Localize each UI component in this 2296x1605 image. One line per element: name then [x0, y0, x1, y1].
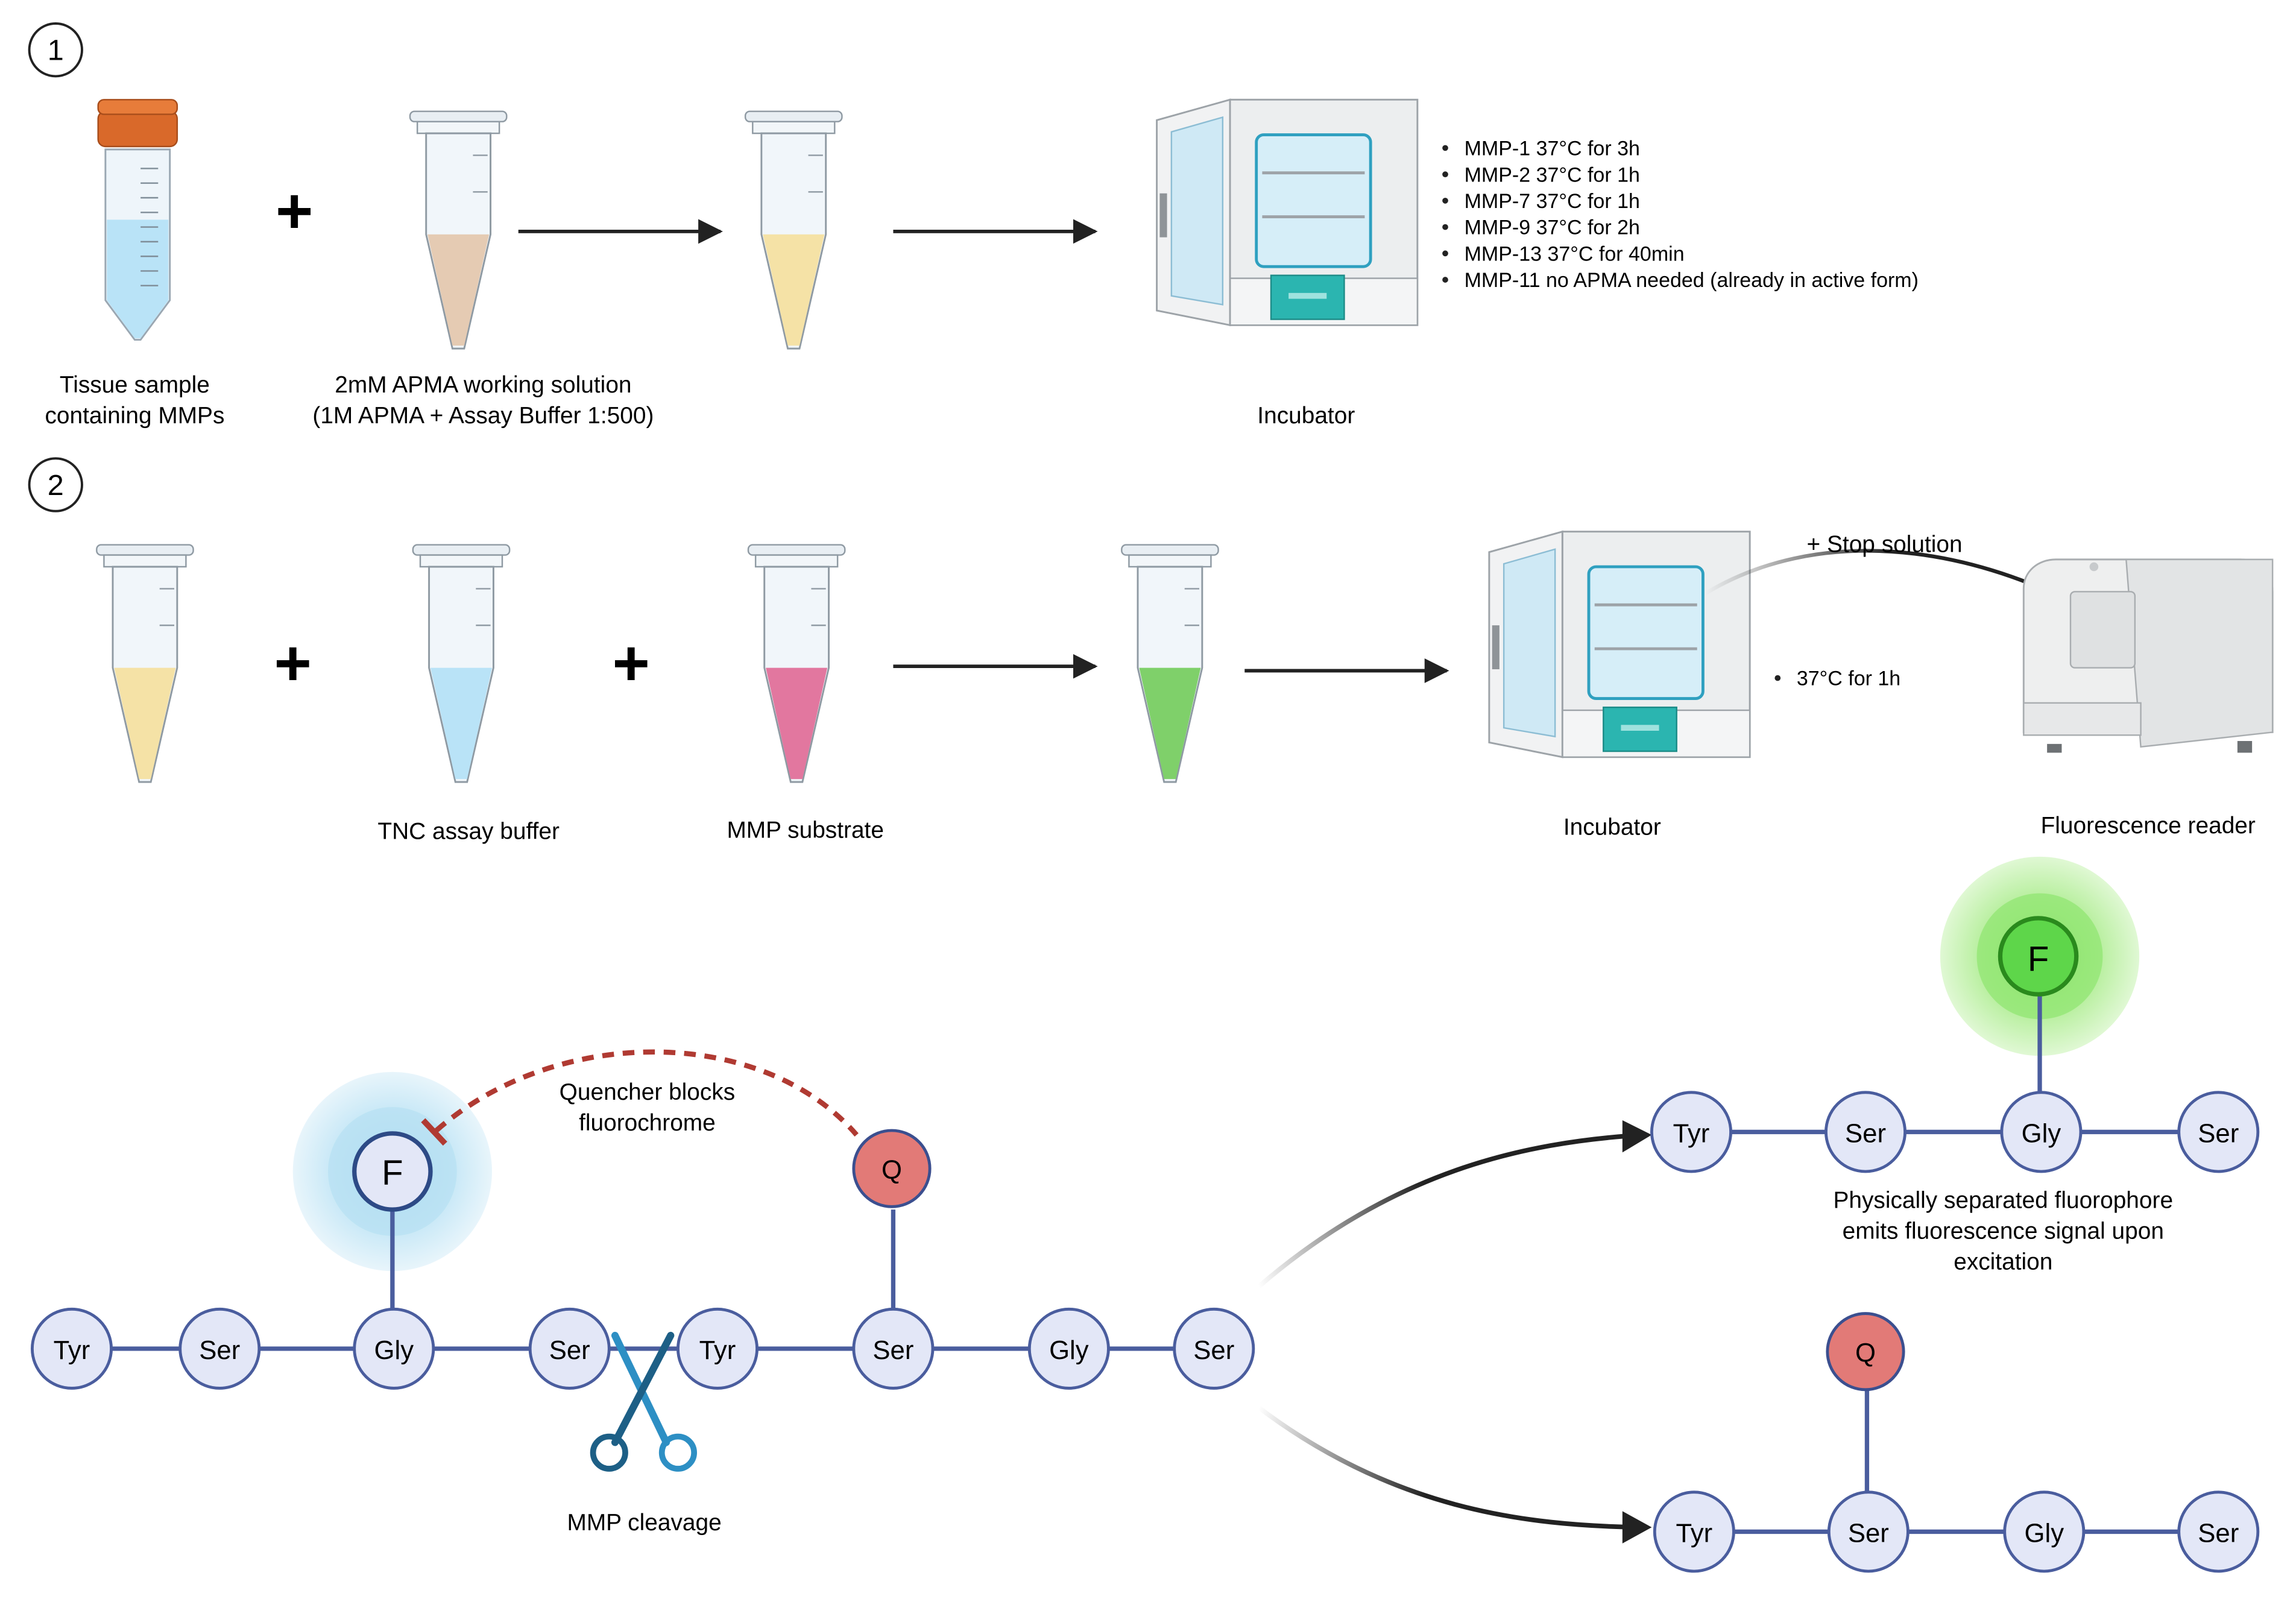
plus-sign: +	[276, 174, 313, 247]
plus-sign: +	[613, 627, 650, 699]
residue-label: Tyr	[699, 1335, 736, 1365]
fragment-arrow-top	[1255, 1132, 1644, 1291]
tissue-label-line2: containing MMPs	[45, 403, 224, 429]
activation-conditions-list: MMP-1 37°C for 3h MMP-2 37°C for 1h MMP-…	[1442, 137, 1919, 292]
residue-label: Ser	[2198, 1118, 2239, 1148]
residue-label: Ser	[199, 1335, 240, 1365]
incubator-icon	[1488, 530, 1751, 758]
reader-label: Fluorescence reader	[2041, 813, 2256, 839]
incubator-icon	[1156, 98, 1419, 327]
residue-label: Gly	[2025, 1518, 2064, 1548]
stop-solution-label: + Stop solution	[1807, 532, 1963, 558]
condition-item: MMP-7 37°C for 1h	[1465, 190, 1640, 213]
condition-item: MMP-2 37°C for 1h	[1465, 163, 1640, 186]
condition-item: MMP-9 37°C for 2h	[1465, 216, 1640, 239]
cleavage-caption: MMP cleavage	[567, 1510, 721, 1536]
step-number-badge	[28, 457, 83, 512]
apma-label-line2: (1M APMA + Assay Buffer 1:500)	[312, 403, 654, 429]
signal-caption-line1: Physically separated fluorophore	[1834, 1188, 2174, 1214]
tissue-label-line1: Tissue sample	[60, 372, 210, 398]
residue: Tyr	[30, 1307, 113, 1390]
fluorophore-label: F	[382, 1153, 403, 1193]
incubator-label: Incubator	[1563, 814, 1661, 840]
residue-label: Ser	[2198, 1518, 2239, 1548]
quencher-label: Q	[882, 1155, 902, 1185]
residue-label: Tyr	[54, 1335, 90, 1365]
quencher-caption-line2: fluorochrome	[579, 1110, 716, 1136]
condition-item: MMP-11 no APMA needed (already in active…	[1465, 269, 1919, 292]
fluorophore-label: F	[2028, 939, 2049, 979]
falcon-tube-icon	[97, 99, 178, 341]
residue: Ser	[2177, 1490, 2260, 1573]
step-number: 2	[48, 469, 64, 502]
substrate-label: MMP substrate	[727, 817, 884, 843]
residue-label: Ser	[1848, 1518, 1889, 1548]
residue: Gly	[2000, 1091, 2083, 1173]
residue: Ser	[2177, 1091, 2260, 1173]
residue: Gly	[2003, 1490, 2086, 1573]
cleavage-mechanism: Quencher blocks fluorochrome Tyr Ser Gly…	[30, 856, 2260, 1573]
substrate-tube-icon	[747, 544, 846, 783]
fluorophore: F	[352, 1131, 433, 1212]
step-number-badge	[28, 22, 83, 78]
residue-label: Gly	[1049, 1335, 1089, 1365]
residue-label: Gly	[2022, 1118, 2061, 1148]
buffer-tube-icon	[412, 544, 511, 783]
signal-caption-line2: emits fluorescence signal upon	[1843, 1219, 2164, 1244]
residue: Ser	[1824, 1091, 1906, 1173]
quencher: Q	[1826, 1312, 1905, 1392]
residue: Ser	[1827, 1490, 1910, 1573]
fluorophore-fragment: Tyr Ser Gly Ser	[1650, 1091, 2260, 1173]
quencher-caption-line1: Quencher blocks	[560, 1079, 735, 1105]
apma-tube-icon	[409, 110, 508, 350]
activated-sample-tube-icon	[96, 544, 194, 783]
residue-label: Ser	[872, 1335, 913, 1365]
apma-label-line1: 2mM APMA working solution	[335, 372, 631, 398]
quencher: Q	[852, 1129, 932, 1208]
residue: Ser	[178, 1307, 261, 1390]
residue: Tyr	[676, 1307, 758, 1390]
quencher-fragment: Tyr Ser Gly Ser	[1653, 1490, 2260, 1573]
residue-label: Ser	[1845, 1118, 1886, 1148]
step-2: 2 + TNC assay buffer +	[28, 457, 2274, 845]
fluorescence-reader-icon	[2022, 558, 2274, 753]
incubator-label: Incubator	[1257, 403, 1355, 429]
residue: Ser	[528, 1307, 611, 1390]
activated-sample-tube-icon	[744, 110, 843, 350]
reaction-tube-icon	[1121, 544, 1219, 783]
buffer-label: TNC assay buffer	[377, 819, 560, 845]
residue-label: Ser	[1193, 1335, 1234, 1365]
residue-label: Gly	[374, 1335, 414, 1365]
residue-label: Tyr	[1673, 1118, 1710, 1148]
step-number: 1	[48, 34, 64, 67]
residue-label: Ser	[549, 1335, 590, 1365]
plus-sign: +	[274, 627, 312, 699]
quencher-label: Q	[1855, 1339, 1876, 1368]
residue: Gly	[1027, 1307, 1110, 1390]
condition-item: MMP-1 37°C for 3h	[1465, 137, 1640, 160]
residue: Tyr	[1650, 1091, 1732, 1173]
residue: Gly	[353, 1307, 435, 1390]
residue: Ser	[852, 1307, 935, 1390]
incubation-condition: 37°C for 1h	[1797, 667, 1900, 690]
residue-label: Tyr	[1676, 1518, 1713, 1548]
scissors-icon	[590, 1331, 697, 1472]
quenching-interaction	[434, 1049, 859, 1137]
signal-caption-line3: excitation	[1954, 1249, 2052, 1275]
condition-item: MMP-13 37°C for 40min	[1465, 242, 1685, 265]
intact-peptide: Tyr Ser Gly Ser Tyr Ser Gly Ser	[30, 1307, 1255, 1390]
residue: Tyr	[1653, 1490, 1735, 1573]
active-fluorophore: F	[1998, 916, 2079, 997]
fragment-arrow-bottom	[1255, 1404, 1643, 1530]
step-1: 1 Tissue sample containing MMPs +	[28, 22, 1919, 429]
residue: Ser	[1173, 1307, 1255, 1390]
